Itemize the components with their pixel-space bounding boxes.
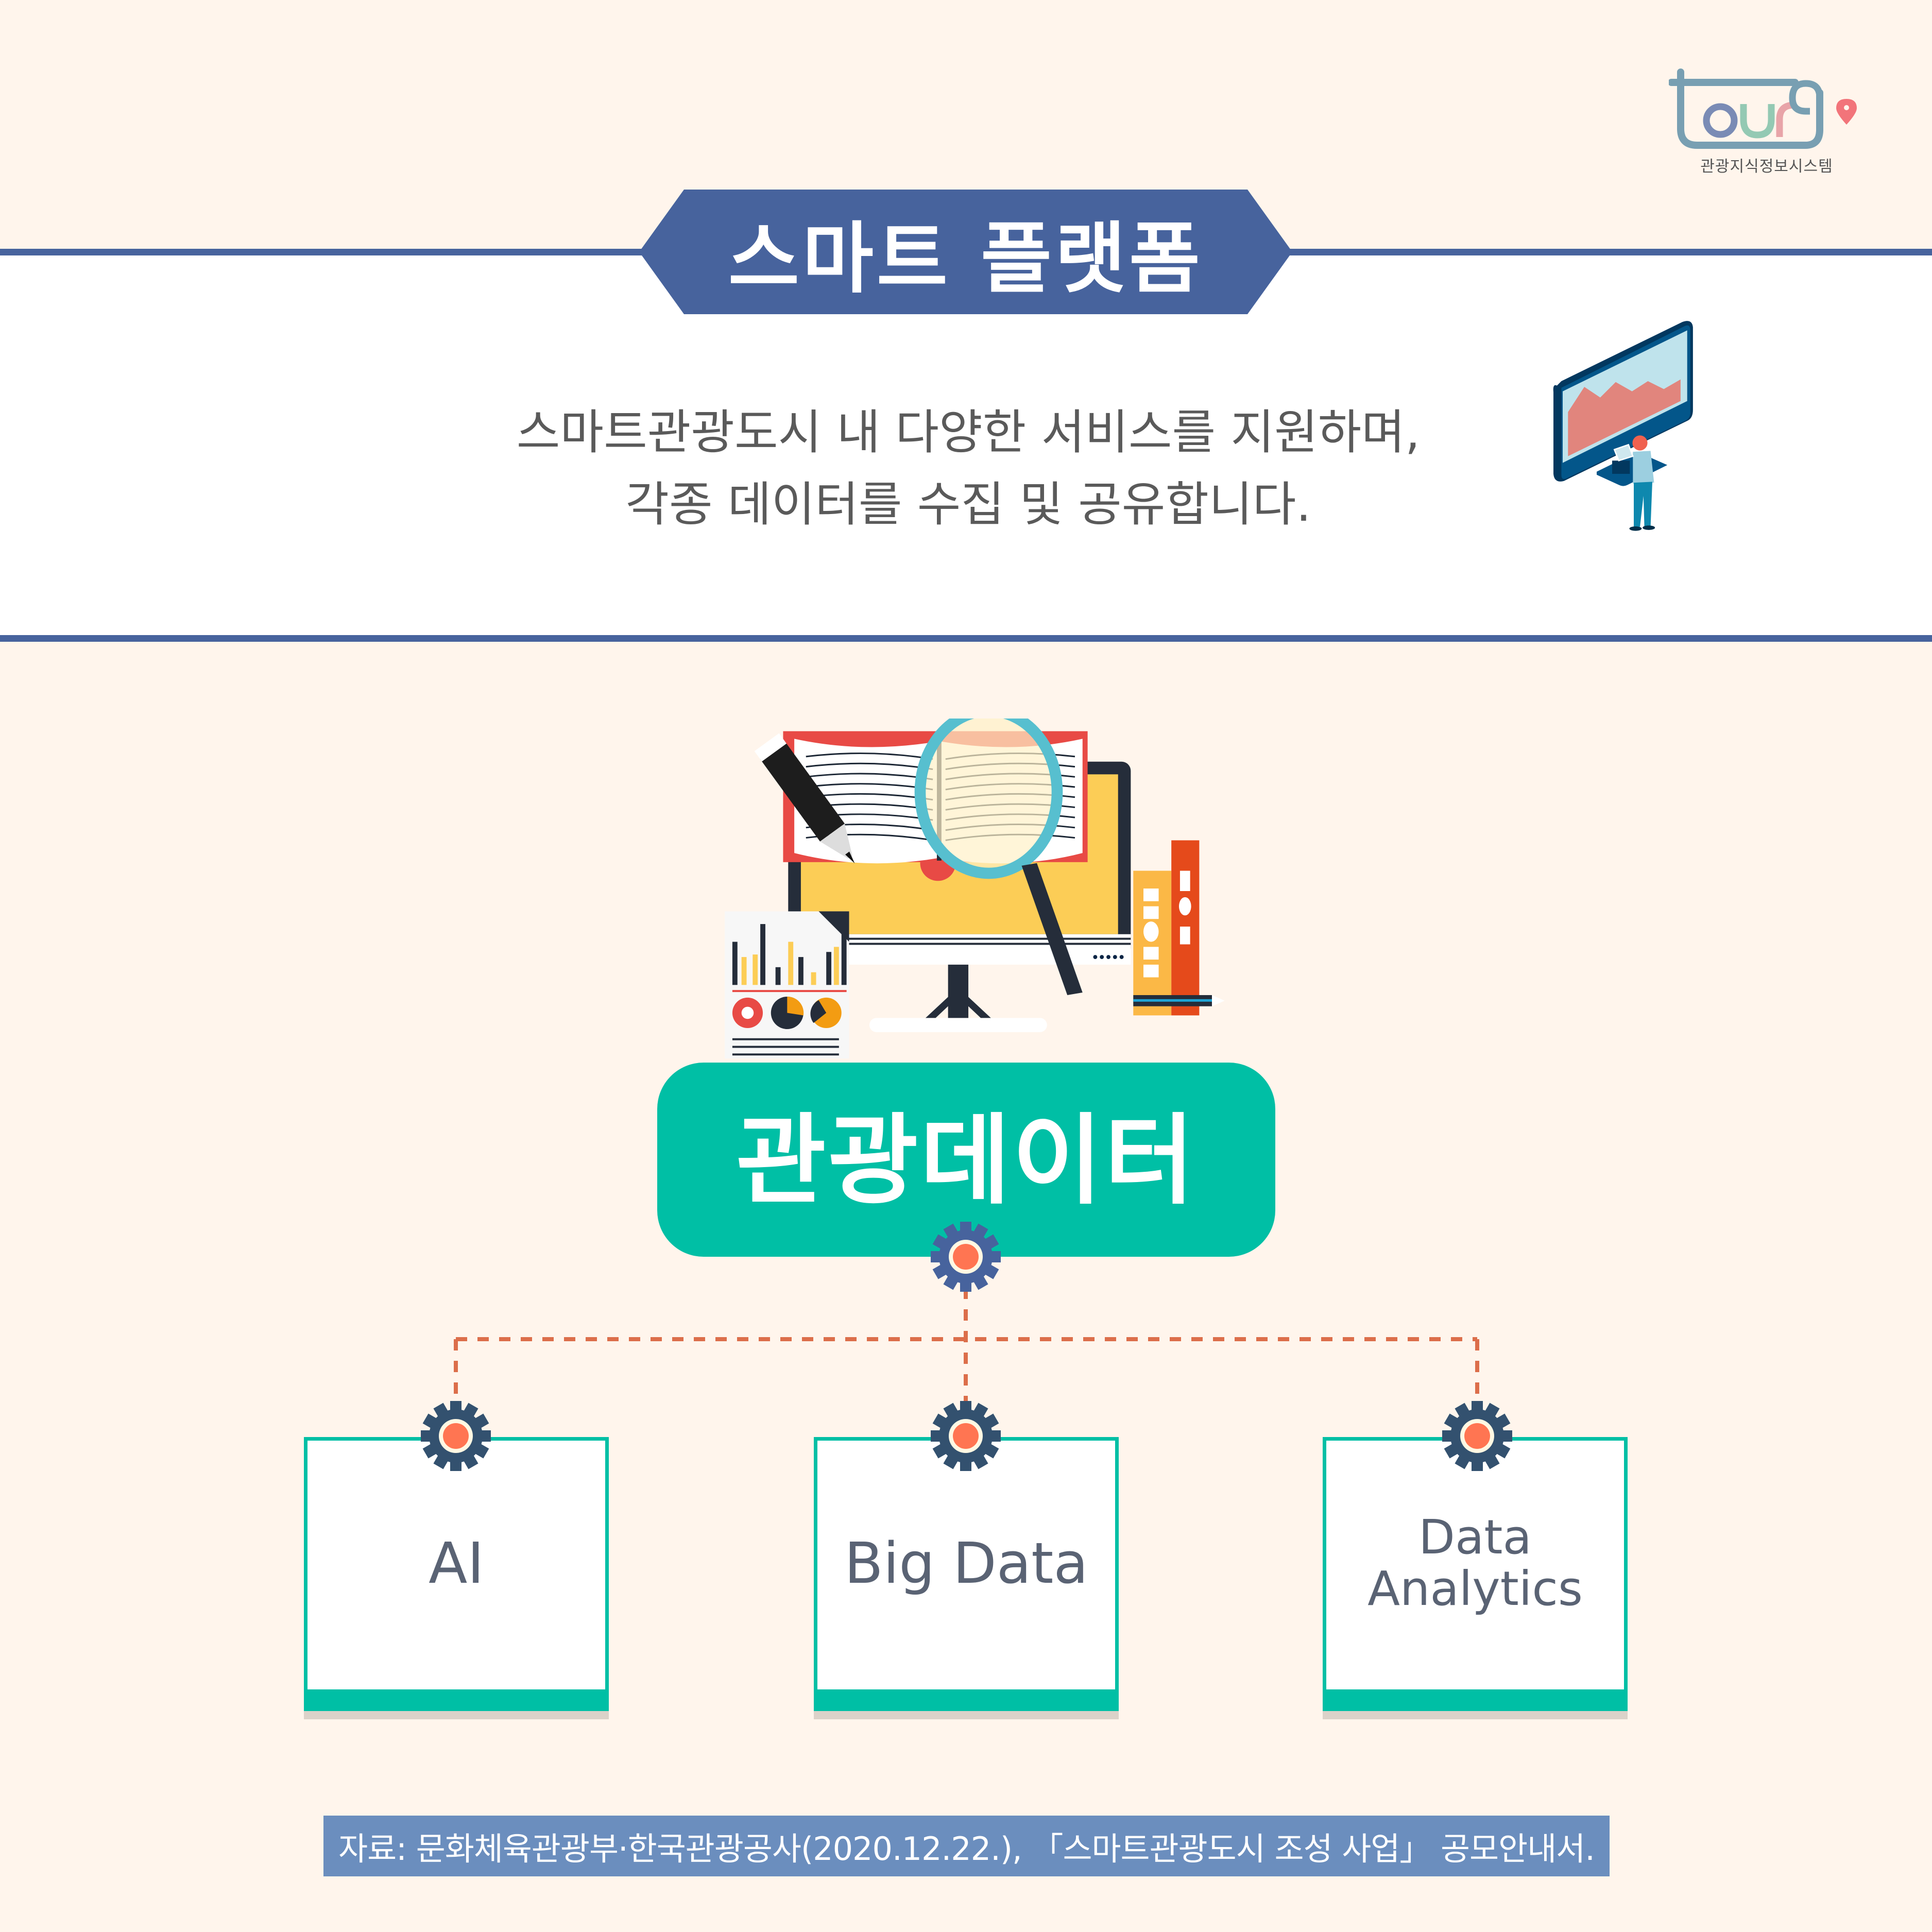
gear-icon bbox=[1441, 1400, 1513, 1472]
bottom-divider bbox=[0, 635, 1932, 642]
computer-book-magnifier-icon bbox=[725, 705, 1225, 1059]
card-big-data: Big Data bbox=[814, 1437, 1119, 1725]
tourism-data-title: 관광데이터 bbox=[736, 1104, 1196, 1218]
intro-text: 스마트관광도시 내 다양한 서비스를 지원하며, 각종 데이터를 수집 및 공유… bbox=[361, 397, 1576, 541]
card-label-line-1: Data bbox=[1418, 1510, 1532, 1565]
card-data-analytics-label: Data Analytics bbox=[1323, 1437, 1628, 1689]
tourism-data-illustration bbox=[716, 705, 1226, 1064]
source-note: 자료: 문화체육관광부·한국관광공사(2020.12.22.), 「스마트관광도… bbox=[323, 1816, 1610, 1876]
card-big-data-label: Big Data bbox=[844, 1530, 1088, 1596]
section-title-badge: 스마트 플랫폼 bbox=[639, 190, 1292, 314]
section-title: 스마트 플랫폼 bbox=[728, 214, 1204, 304]
card-ai: AI bbox=[304, 1437, 609, 1725]
tourg-logo: 관광지식정보시스템 bbox=[1668, 62, 1875, 180]
gear-icon bbox=[930, 1221, 1002, 1293]
intro-line-1: 스마트관광도시 내 다양한 서비스를 지원하며, bbox=[516, 405, 1421, 460]
intro-line-2: 각종 데이터를 수집 및 공유합니다. bbox=[625, 477, 1311, 532]
gear-icon bbox=[930, 1400, 1002, 1472]
card-label-line-2: Analytics bbox=[1367, 1561, 1583, 1616]
monitor-chart-illustration bbox=[1535, 296, 1720, 590]
card-data-analytics: Data Analytics bbox=[1323, 1437, 1628, 1725]
tourg-logo-icon bbox=[1668, 69, 1857, 149]
gear-icon bbox=[420, 1400, 492, 1472]
logo-subtitle: 관광지식정보시스템 bbox=[1700, 158, 1833, 176]
card-ai-label: AI bbox=[429, 1530, 484, 1596]
monitor-person-icon bbox=[1553, 321, 1693, 531]
